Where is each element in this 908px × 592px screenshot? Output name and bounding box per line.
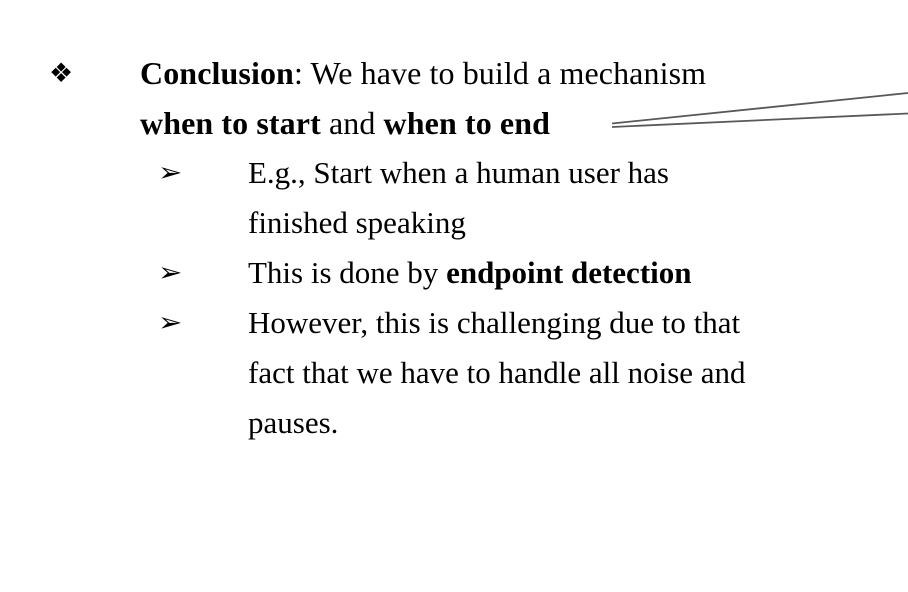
when-to-start-phrase: when to start [140, 105, 321, 141]
arrowhead-bullet-icon: ➢ [158, 158, 183, 187]
bullet-level1: ❖ Conclusion: We have to build a mechani… [40, 48, 870, 148]
bullet-level1-text: Conclusion: We have to build a mechanism… [140, 48, 870, 148]
bullet-level2-item-3-text: However, this is challenging due to that… [248, 298, 890, 448]
diamond-bullet-cell: ❖ [40, 48, 140, 98]
bullet-level2-item-1: ➢ E.g., Start when a human user has fini… [40, 148, 890, 248]
when-to-end-phrase: when to end [383, 105, 551, 141]
level1-line-1-rest: : We have to build a mechanism [293, 55, 707, 91]
arrowhead-bullet-icon: ➢ [158, 308, 183, 337]
item-1-line-2: finished speaking [248, 205, 466, 240]
arrowhead-bullet-cell-3: ➢ [40, 298, 248, 348]
level1-line-2-conjunction: and [320, 105, 384, 141]
endpoint-detection-phrase: endpoint detection [446, 255, 692, 290]
bullet-level2-item-2: ➢ This is done by endpoint detection [40, 248, 890, 298]
arrowhead-bullet-cell-2: ➢ [40, 248, 248, 298]
conclusion-label: Conclusion [140, 55, 294, 91]
item-3-line-2: fact that we have to handle all noise an… [248, 355, 746, 390]
bullet-level2-item-1-text: E.g., Start when a human user has finish… [248, 148, 890, 248]
level1-line-1: Conclusion: We have to build a mechanism [140, 48, 870, 98]
item-2-plain: This is done by [248, 255, 447, 290]
item-2-line-1: This is done by endpoint detection [248, 248, 890, 298]
item-3-line-3: pauses. [248, 405, 339, 440]
bullet-level2-item-2-text: This is done by endpoint detection [248, 248, 890, 298]
item-3-line-1: However, this is challenging due to that [248, 305, 741, 340]
level1-line-2: when to start and when to end [140, 98, 870, 148]
bullet-level2-group: ➢ E.g., Start when a human user has fini… [40, 148, 890, 448]
item-1-line-1: E.g., Start when a human user has [248, 155, 669, 190]
bullet-level2-item-3: ➢ However, this is challenging due to th… [40, 298, 890, 448]
arrowhead-bullet-icon: ➢ [158, 258, 183, 287]
diamond-bullet-icon: ❖ [49, 58, 74, 88]
arrowhead-bullet-cell-1: ➢ [40, 148, 248, 198]
